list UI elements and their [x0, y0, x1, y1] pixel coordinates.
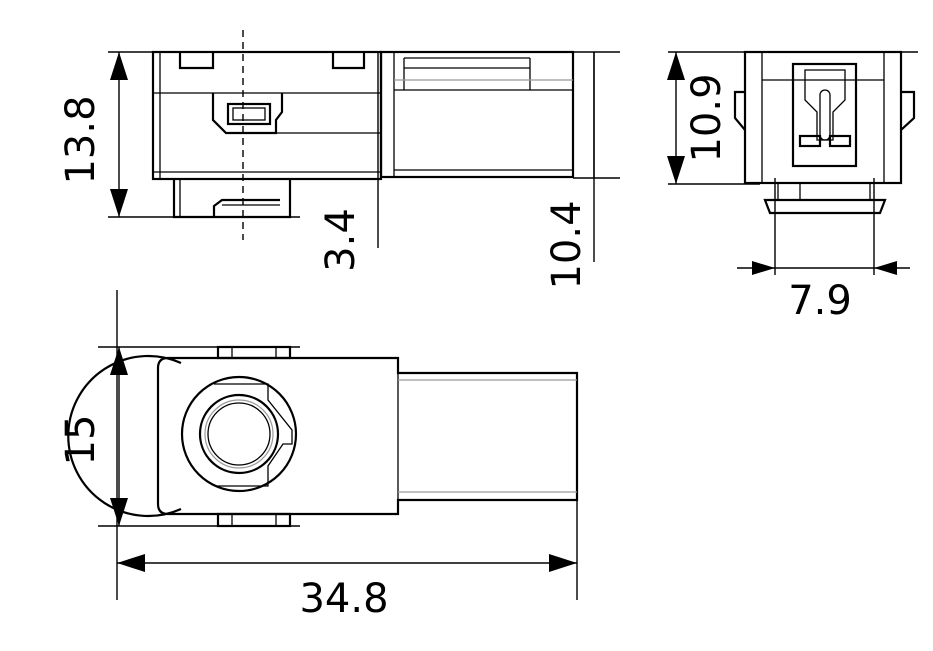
dim-side-lower-offset: 3.4 — [318, 208, 364, 272]
top-view — [67, 290, 579, 600]
dim-front-height: 10.9 — [684, 73, 730, 162]
dim-top-width: 15 — [58, 415, 104, 466]
dim-side-body-height: 10.4 — [544, 200, 590, 289]
front-view — [667, 50, 918, 275]
dim-side-height: 13.8 — [58, 95, 104, 184]
side-view — [108, 30, 620, 262]
dim-front-width: 7.9 — [788, 278, 852, 324]
dim-total-length: 34.8 — [299, 576, 388, 622]
